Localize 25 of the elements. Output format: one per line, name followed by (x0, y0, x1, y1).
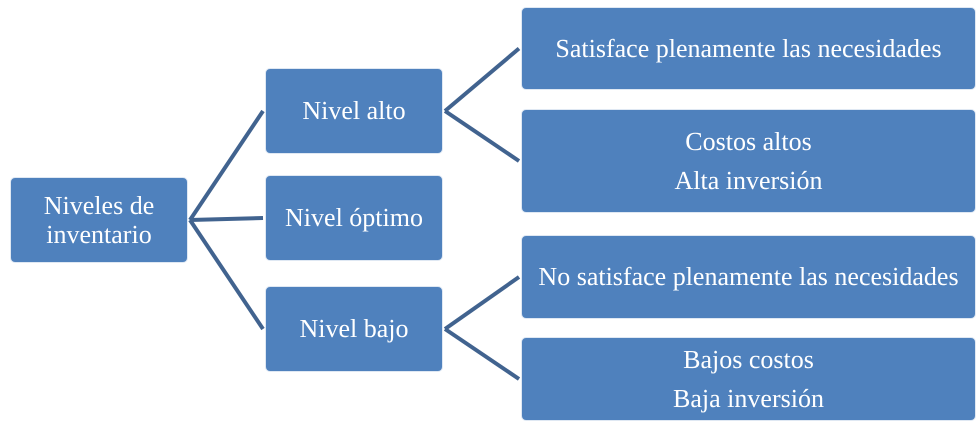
connector-line (190, 216, 264, 222)
box-label: Bajos costos (683, 344, 814, 374)
connector-line (188, 218, 265, 330)
box-label: Satisface plenamente las necesidades (555, 34, 942, 64)
process-box (521, 109, 976, 213)
box-label: Costos altos (685, 126, 812, 156)
process-box (10, 177, 188, 263)
connector-line (188, 110, 265, 222)
connector-line (444, 275, 520, 331)
box-label: Nivel óptimo (285, 203, 423, 233)
connector-line (444, 46, 520, 113)
box-label: No satisface plenamente las necesidades (538, 262, 959, 292)
process-box (521, 337, 976, 421)
process-box (521, 235, 976, 319)
connector-line (444, 327, 520, 381)
box-label: Baja inversión (673, 384, 824, 414)
process-box (265, 286, 443, 372)
box-label: Nivel bajo (299, 314, 409, 344)
box-label: Nivel alto (302, 96, 406, 126)
connector-line (444, 109, 520, 163)
process-box (521, 7, 976, 90)
box-label: Niveles de inventario (42, 190, 156, 250)
process-box (265, 68, 443, 154)
box-label: Alta inversión (674, 166, 823, 196)
process-box (265, 175, 443, 261)
